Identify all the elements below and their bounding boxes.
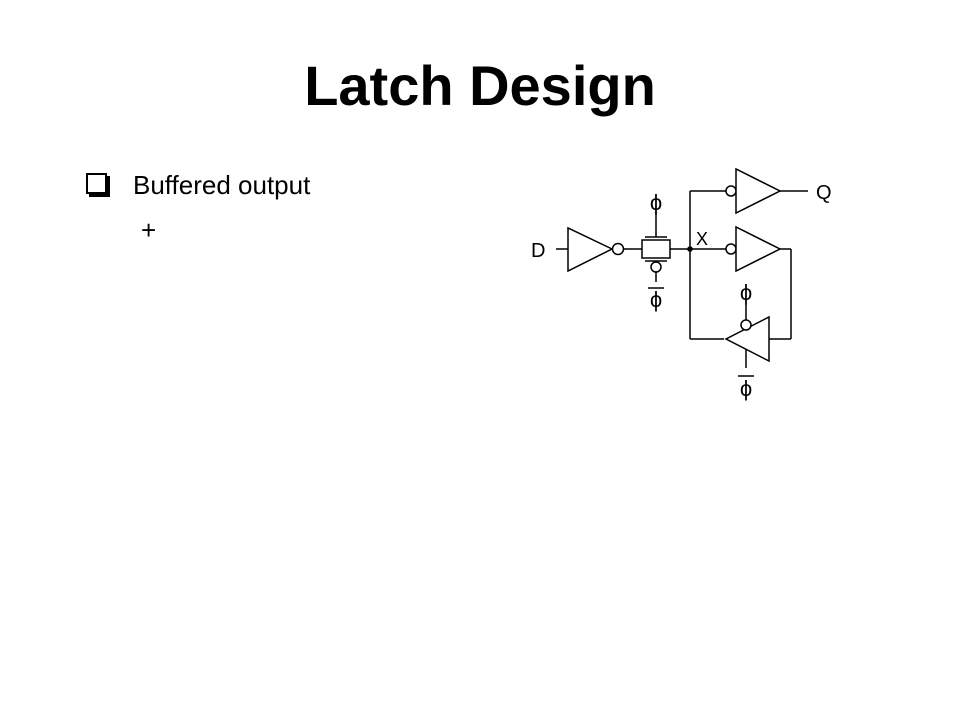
bullet-item: Buffered output xyxy=(86,170,310,200)
input-label-d: D xyxy=(531,240,545,262)
slide-title: Latch Design xyxy=(304,54,656,117)
node-label-x: X xyxy=(696,229,708,249)
feedback-tristate-inverter xyxy=(724,304,770,368)
output-inverter xyxy=(725,167,808,215)
tg-clock-label: ϕ xyxy=(650,190,662,215)
feedback-clock-bar-label: ϕ xyxy=(740,376,752,401)
sub-bullet-item: + xyxy=(141,215,157,245)
feedback-clock-label: ϕ xyxy=(740,280,752,305)
bullet-text: Buffered output xyxy=(133,170,311,200)
checkbox-bullet-icon xyxy=(86,172,107,194)
tg-clock-bar-label: ϕ xyxy=(650,287,662,312)
input-inverter xyxy=(556,226,642,273)
node-x xyxy=(687,190,726,340)
output-label-q: Q xyxy=(816,182,832,204)
forward-inverter xyxy=(725,225,792,340)
transmission-gate xyxy=(641,212,690,282)
